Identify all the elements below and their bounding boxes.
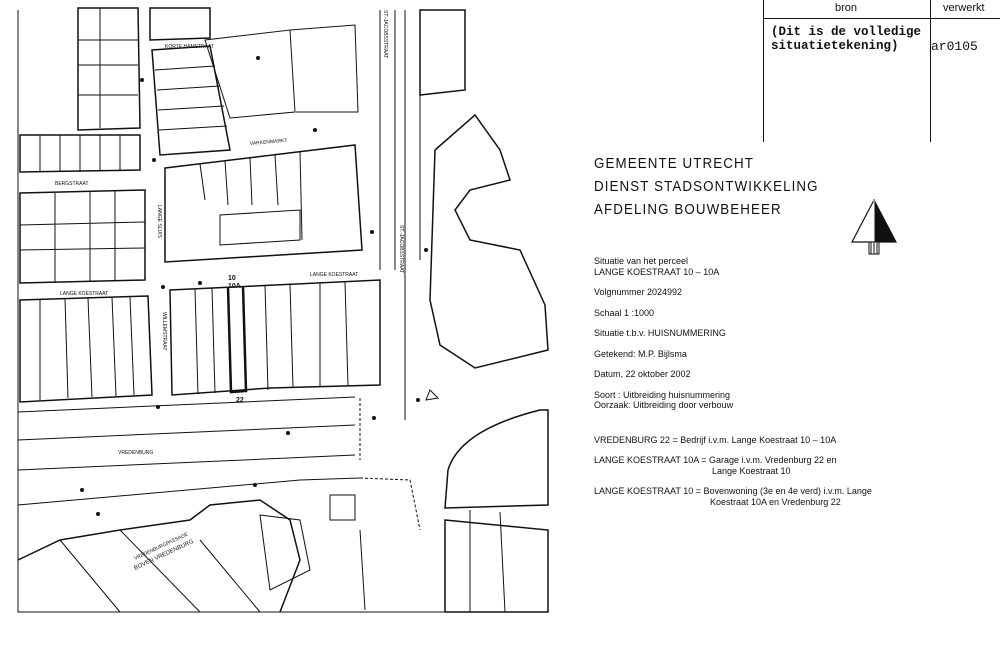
street-lange-sluis: LANGE SLUIS [156,205,162,238]
situation-map: BERGSTRAAT KORTE HAMSTRAAT VARKENMARKT L… [17,7,549,613]
processed-value: ar0105 [931,39,978,54]
house-number-22: 22 [236,397,244,404]
column-header-bron: bron [835,2,858,14]
date: Datum, 22 oktober 2002 [594,369,691,379]
house-number-10a: 10A [228,283,241,290]
street-bergstraat: BERGSTRAAT [55,181,89,187]
street-st-jacobsstraat: ST.-JACOBSSTRAAT [382,10,388,58]
north-arrow-icon [851,198,897,255]
entry-lange-koestraat-10a-cont: Lange Koestraat 10 [712,465,791,476]
street-varkenmarkt: VARKENMARKT [250,138,288,147]
drawn-by: Getekend: M.P. Bijlsma [594,348,687,359]
street-lange-koestraat: LANGE KOESTRAAT [310,272,358,278]
street-vredenburg: VREDENBURG [118,450,153,456]
source-value: (Dit is de volledige situatietekening) [771,25,922,53]
source-table: bron verwerkt (Dit is de volledige situa… [763,0,1000,142]
sequence-number: Volgnummer 2024992 [594,287,683,297]
street-korte-hamstraat: KORTE HAMSTRAAT [165,44,214,50]
purpose: Situatie t.b.v. HUISNUMMERING [594,328,726,338]
entry-lange-koestraat-10-cont: Koestraat 10A en Vredenburg 22 [710,496,841,507]
cause: Oorzaak: Uitbreiding door verbouw [594,400,734,410]
entry-vredenburg-22: VREDENBURG 22 = Bedrijf i.v.m. Lange Koe… [594,434,837,445]
municipality: GEMEENTE UTRECHT [594,156,754,172]
street-willemstraat: WILLEMSTRAAT [161,312,167,351]
column-header-verwerkt: verwerkt [943,2,985,14]
division: AFDELING BOUWBEHEER [594,202,782,218]
entry-lange-koestraat-10a: LANGE KOESTRAAT 10A = Garage i.v.m. Vred… [594,455,837,465]
organisation-header: GEMEENTE UTRECHT DIENST STADSONTWIKKELIN… [594,153,819,222]
scale: Schaal 1 :1000 [594,307,655,318]
department: DIENST STADSONTWIKKELING [594,179,819,195]
situation-title: Situatie van het perceel [594,256,689,266]
parcel-address: LANGE KOESTRAAT 10 – 10A [594,266,720,277]
house-number-10: 10 [228,275,236,282]
street-lange-koestraat-west: LANGE KOESTRAAT [60,291,108,297]
street-st-jacobsstraat-south: ST.-JACOBSSTRAAT [398,225,404,273]
entry-lange-koestraat-10: LANGE KOESTRAAT 10 = Bovenwoning (3e en … [594,486,872,496]
type: Soort : Uitbreiding huisnummering [594,389,731,400]
